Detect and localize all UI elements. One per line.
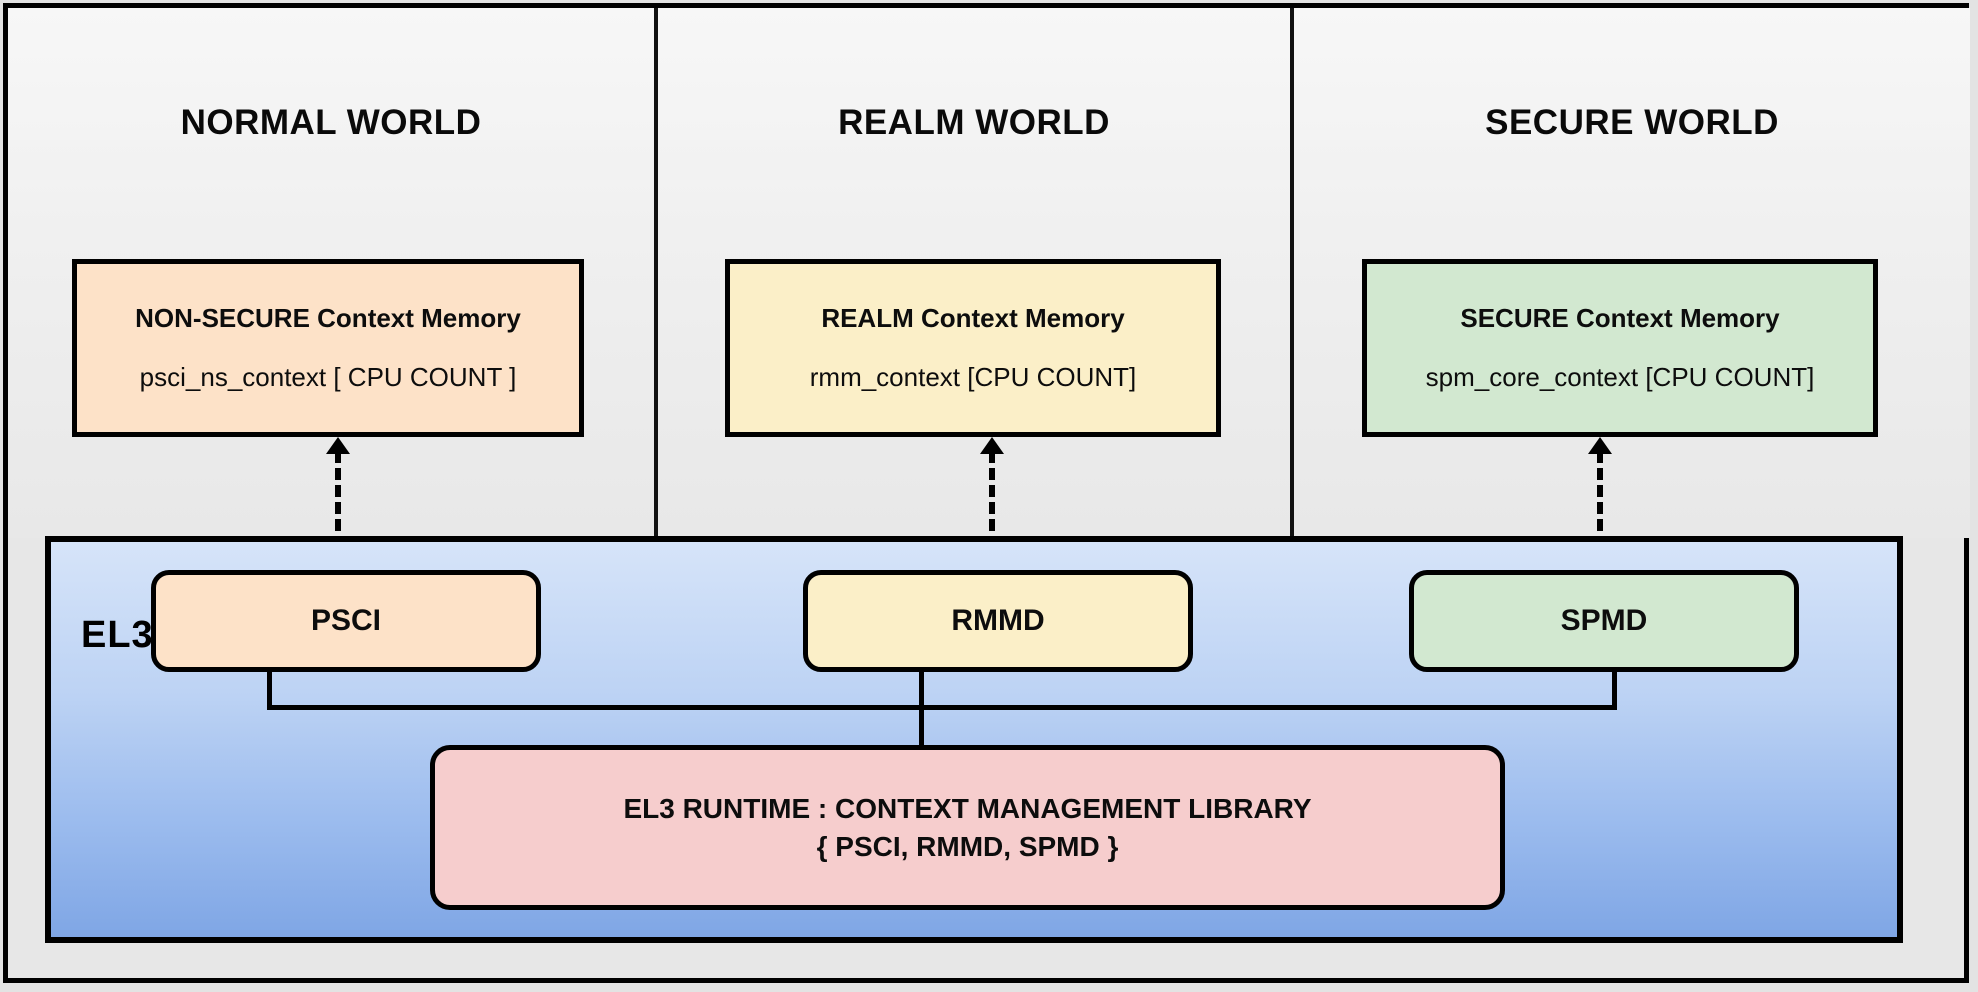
- connector-drop-to-runtime: [919, 705, 924, 747]
- column-divider-2: [1290, 8, 1294, 538]
- context-memory-symbol-realm: rmm_context [CPU COUNT]: [809, 362, 1137, 392]
- runtime-library-subtitle: { PSCI, RMMD, SPMD }: [816, 830, 1119, 862]
- world-title-normal: NORMAL WORLD: [180, 103, 482, 142]
- arrow-dashed-line: [1597, 451, 1603, 548]
- arrow-head-up-icon: [980, 437, 1004, 454]
- connector-stub-rmmd: [919, 670, 924, 708]
- dispatcher-box-psci[interactable]: PSCI: [151, 570, 541, 672]
- context-memory-box-realm[interactable]: REALM Context Memory rmm_context [CPU CO…: [725, 259, 1221, 437]
- connector-stub-psci: [267, 670, 272, 708]
- context-memory-symbol-secure: spm_core_context [CPU COUNT]: [1425, 362, 1815, 392]
- runtime-library-box[interactable]: EL3 RUNTIME : CONTEXT MANAGEMENT LIBRARY…: [430, 745, 1505, 910]
- runtime-library-title: EL3 RUNTIME : CONTEXT MANAGEMENT LIBRARY: [623, 792, 1312, 824]
- context-memory-title-realm: REALM Context Memory: [821, 303, 1125, 333]
- world-column-normal: NORMAL WORLD: [8, 8, 654, 538]
- el3-label: EL3: [81, 614, 154, 656]
- dispatcher-label-psci: PSCI: [310, 604, 382, 637]
- context-memory-title-secure: SECURE Context Memory: [1460, 303, 1780, 333]
- arrow-dashed-line: [989, 451, 995, 548]
- column-divider-1: [654, 8, 658, 538]
- connector-horizontal-bus: [267, 705, 1617, 710]
- dispatcher-label-rmmd: RMMD: [951, 604, 1045, 637]
- dispatcher-label-spmd: SPMD: [1560, 604, 1648, 637]
- world-column-secure: SECURE WORLD: [1294, 8, 1970, 538]
- arrow-head-up-icon: [326, 437, 350, 454]
- world-column-realm: REALM WORLD: [658, 8, 1290, 538]
- world-title-realm: REALM WORLD: [838, 103, 1110, 142]
- context-memory-symbol-non-secure: psci_ns_context [ CPU COUNT ]: [139, 362, 517, 392]
- arrow-dashed-line: [335, 451, 341, 548]
- arrow-head-up-icon: [1588, 437, 1612, 454]
- dispatcher-box-rmmd[interactable]: RMMD: [803, 570, 1193, 672]
- el3-container: EL3 PSCI RMMD SPMD EL3 RUNTIME : CONTEXT…: [45, 536, 1903, 943]
- connector-stub-spmd: [1612, 670, 1617, 708]
- context-memory-title-non-secure: NON-SECURE Context Memory: [135, 303, 521, 333]
- context-memory-box-secure[interactable]: SECURE Context Memory spm_core_context […: [1362, 259, 1878, 437]
- world-title-secure: SECURE WORLD: [1485, 103, 1779, 142]
- context-memory-box-non-secure[interactable]: NON-SECURE Context Memory psci_ns_contex…: [72, 259, 584, 437]
- dispatcher-box-spmd[interactable]: SPMD: [1409, 570, 1799, 672]
